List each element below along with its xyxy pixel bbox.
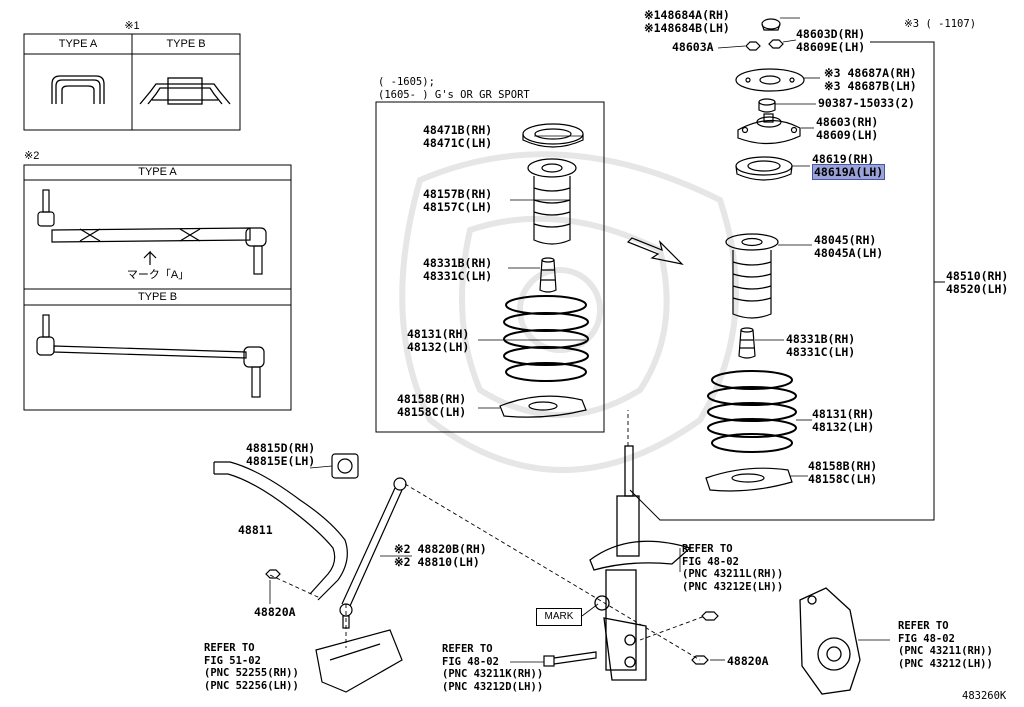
label-48510[interactable]: 48510(RH)48520(LH) (946, 269, 1009, 296)
label-48820A-right[interactable]: 48820A (727, 654, 769, 668)
watermark-emblem (399, 151, 739, 473)
stabilizer-link-icon (339, 477, 407, 629)
label-48603[interactable]: 48603(RH)48609(LH) (816, 115, 879, 142)
table1-type-a-header: TYPE A (58, 38, 98, 50)
leader-lines (478, 17, 820, 477)
stabilizer-link-type-b-icon (36, 314, 265, 398)
bound-stopper-icon (738, 327, 756, 359)
label-48471[interactable]: 48471B(RH)48471C(LH) (423, 123, 493, 150)
table2-type-a-header: TYPE A (138, 166, 177, 178)
ref-leaders (269, 465, 890, 663)
label-48158[interactable]: 48158B(RH)48158C(LH) (808, 459, 878, 486)
label-48045[interactable]: 48045(RH)48045A(LH) (814, 233, 884, 260)
label-48687[interactable]: ※3 48687A(RH)※3 48687B(LH) (824, 66, 917, 93)
collar-icon (758, 98, 776, 113)
inset-header-line2: (1605- ) G's OR GR SPORT (378, 89, 530, 101)
figure-id: 483260K (962, 690, 1007, 702)
coil-spring-icon (707, 370, 797, 453)
label-48684[interactable]: ※148684A(RH)※148684B(LH) (644, 8, 730, 35)
inset-coil-spring-icon (503, 295, 589, 382)
inset-bound-stopper-icon (539, 257, 557, 293)
label-48820B[interactable]: ※2 48820B(RH)※2 48810(LH) (394, 542, 487, 569)
label-48158-inset[interactable]: 48158B(RH)48158C(LH) (397, 392, 467, 419)
upper-insulator-icon (735, 156, 793, 181)
steering-knuckle-icon (799, 587, 861, 695)
bump-boot-icon (725, 233, 779, 319)
lower-insulator-icon (705, 467, 793, 492)
type-b-cap-icon (139, 77, 231, 105)
stabilizer-bushing-icon (331, 453, 359, 479)
stabilizer-bar-icon (213, 461, 348, 601)
mark-box: MARK (536, 608, 582, 626)
table1-type-b-header: TYPE B (166, 38, 206, 50)
note1-marker: ※1 (124, 20, 140, 32)
label-90387[interactable]: 90387-15033(2) (818, 96, 915, 110)
note3-marker: ※3 ( -1107) (904, 18, 977, 30)
note2-marker: ※2 (24, 150, 40, 162)
label-48811[interactable]: 48811 (238, 523, 273, 537)
label-48820A-left[interactable]: 48820A (254, 605, 296, 619)
flow-arrow-icon (626, 237, 684, 265)
dashed-guides (269, 410, 706, 661)
inset-lower-insulator-icon (499, 395, 587, 418)
label-48331[interactable]: 48331B(RH)48331C(LH) (786, 332, 856, 359)
assembly-bracket (629, 41, 945, 521)
label-48603D[interactable]: 48603D(RH)48609E(LH) (796, 27, 866, 54)
label-48157[interactable]: 48157B(RH)48157C(LH) (423, 187, 493, 214)
type-a-cap-icon (51, 75, 105, 104)
lower-arm-bracket-icon (315, 629, 403, 693)
bolt-icon (543, 651, 597, 667)
inset-bearing-icon (522, 123, 584, 148)
inset-box-frame (375, 101, 605, 433)
shock-absorber-icon (589, 445, 692, 681)
label-48603A[interactable]: 48603A (672, 40, 714, 54)
inset-header-line1: ( -1605); (378, 76, 435, 88)
table-note1 (23, 33, 241, 131)
inset-bump-boot-icon (527, 158, 577, 245)
stabilizer-link-type-a-icon (37, 189, 267, 275)
label-48131[interactable]: 48131(RH)48132(LH) (812, 407, 875, 434)
label-48331-inset[interactable]: 48331B(RH)48331C(LH) (423, 256, 493, 283)
upper-support-icon (737, 113, 801, 145)
nut-icon (745, 39, 784, 51)
table2-type-b-header: TYPE B (137, 291, 178, 303)
upper-cap-icon (761, 18, 781, 31)
highlighted-part-48619A[interactable]: 48619A(LH) (812, 164, 886, 180)
dust-seal-plate-icon (735, 68, 805, 92)
table-note2 (23, 164, 292, 411)
table2-mark-label: マーク「A」 (126, 269, 190, 281)
label-48815[interactable]: 48815D(RH)48815E(LH) (246, 441, 316, 468)
label-48619[interactable]: 48619(RH) 48619A(LH) (812, 152, 886, 180)
label-48131-inset[interactable]: 48131(RH)48132(LH) (407, 327, 470, 354)
